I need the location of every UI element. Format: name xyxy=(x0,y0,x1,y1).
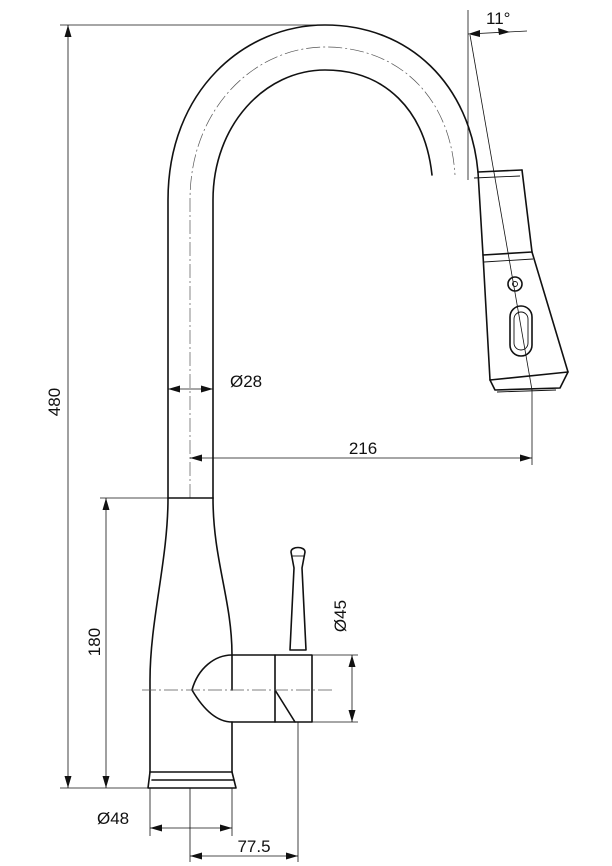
label-reach: 216 xyxy=(349,439,377,458)
faucet-body xyxy=(142,24,569,789)
spray-head xyxy=(473,169,569,393)
label-base-diameter: Ø48 xyxy=(97,809,129,828)
dimension-reach: 216 xyxy=(190,390,533,465)
base-plate xyxy=(147,771,237,789)
dimension-overall-height: 480 xyxy=(45,24,325,789)
dimension-body-height: 180 xyxy=(85,497,168,788)
label-spray-angle: 11° xyxy=(486,9,510,28)
spout-centerline xyxy=(189,46,456,498)
lever-handle xyxy=(289,546,307,651)
label-overall-height: 480 xyxy=(45,388,64,416)
label-handle-diameter: Ø45 xyxy=(331,600,350,632)
dimension-spout-diameter: Ø28 xyxy=(168,372,262,393)
spout-inner-edge xyxy=(212,69,433,499)
label-body-height: 180 xyxy=(85,628,104,656)
handle-cartridge xyxy=(142,654,332,723)
body-right-edge xyxy=(212,497,233,691)
dimension-spray-angle: 11° xyxy=(467,9,533,391)
spout-outer-edge xyxy=(167,24,479,499)
label-handle-offset: 77.5 xyxy=(237,837,270,856)
spray-mode-button xyxy=(507,276,523,292)
dimension-handle-diameter: Ø45 xyxy=(312,600,358,723)
spray-trigger xyxy=(509,305,533,357)
dimension-handle-offset: 77.5 xyxy=(189,722,299,862)
dimension-base-diameter: Ø48 xyxy=(97,788,233,836)
body-left-edge xyxy=(149,497,169,773)
label-spout-diameter: Ø28 xyxy=(230,372,262,391)
